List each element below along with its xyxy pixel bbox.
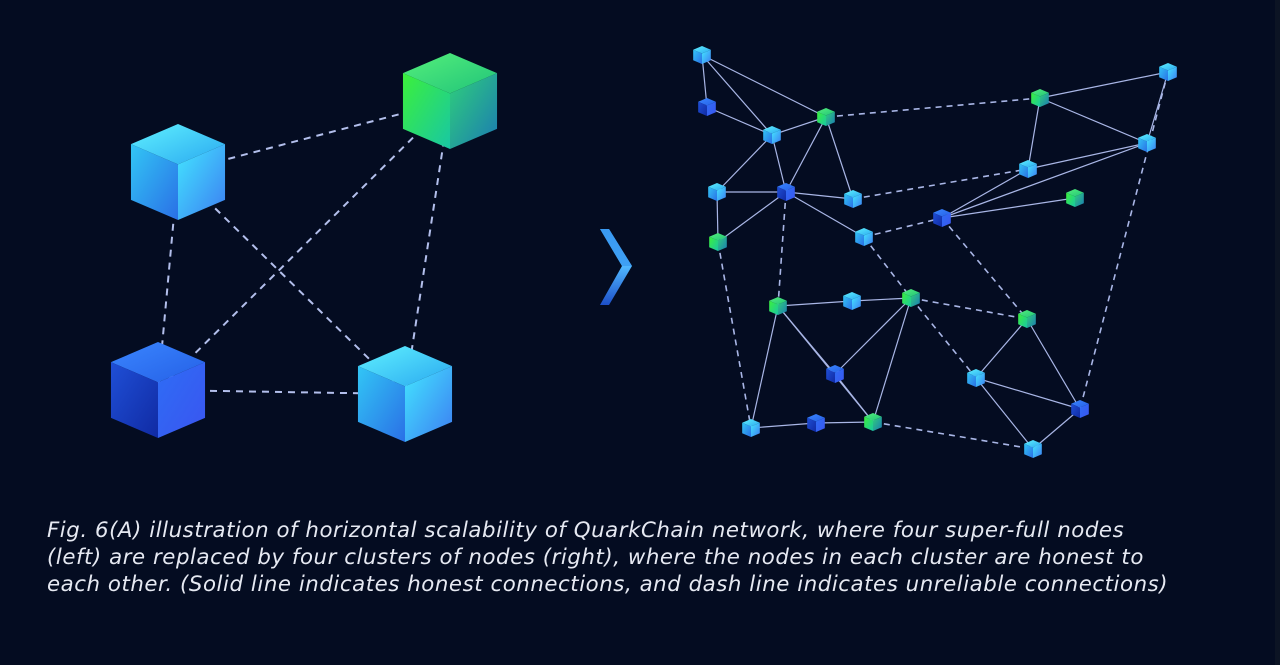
unreliable-connection-a9-c3 xyxy=(863,236,912,299)
cluster-node-b5 xyxy=(933,209,951,227)
honest-connection-b1-b4 xyxy=(1039,97,1148,144)
cluster-node-b4 xyxy=(1138,134,1156,152)
honest-connection-a1-a2 xyxy=(701,54,708,108)
honest-connection-c6-c7 xyxy=(815,421,874,424)
unreliable-connection-a6-c1 xyxy=(777,191,787,307)
honest-connection-c4-c7 xyxy=(834,373,874,423)
cluster-node-c1 xyxy=(769,297,787,315)
cluster-node-a9 xyxy=(855,228,873,246)
honest-connection-b5-b6 xyxy=(941,197,1076,219)
cluster-node-a2 xyxy=(698,98,716,116)
super-full-node-L3 xyxy=(110,342,206,438)
unreliable-connection-L2-L3 xyxy=(157,100,451,391)
honest-connection-c3-c7 xyxy=(872,297,912,423)
unreliable-connection-c3-d1 xyxy=(910,297,1028,320)
honest-connection-d2-d3 xyxy=(975,377,1081,410)
honest-connection-d1-d3 xyxy=(1026,318,1081,410)
left-nodes xyxy=(110,53,498,442)
cluster-node-c4 xyxy=(826,365,844,383)
honest-connection-a3-a6 xyxy=(771,134,787,193)
honest-connection-a3-a5 xyxy=(716,134,773,193)
honest-connection-a6-a8 xyxy=(717,191,787,243)
cluster-node-c5 xyxy=(742,419,760,437)
honest-connection-d1-d2 xyxy=(975,318,1028,379)
right-edges xyxy=(701,54,1169,450)
cluster-node-d2 xyxy=(967,369,985,387)
cluster-node-c2 xyxy=(843,292,861,310)
honest-connection-a2-a3 xyxy=(706,106,773,136)
honest-connection-b1-b2 xyxy=(1039,71,1169,99)
honest-connection-c1-c5 xyxy=(750,305,779,429)
cluster-node-b2 xyxy=(1159,63,1177,81)
honest-connection-a3-a4 xyxy=(771,116,827,136)
cluster-node-a7 xyxy=(844,190,862,208)
honest-connection-c3-c4 xyxy=(834,297,912,375)
honest-connection-b4-b5 xyxy=(941,142,1148,219)
unreliable-connection-a9-b5 xyxy=(863,217,943,238)
cluster-node-b6 xyxy=(1066,189,1084,207)
honest-connection-d3-d4 xyxy=(1032,408,1081,450)
cluster-node-d4 xyxy=(1024,440,1042,458)
cluster-node-a3 xyxy=(763,126,781,144)
honest-connection-c1-c2 xyxy=(777,300,853,307)
cluster-node-b1 xyxy=(1031,89,1049,107)
cluster-node-b3 xyxy=(1019,160,1037,178)
honest-connection-c2-c3 xyxy=(851,297,912,302)
unreliable-connection-c3-d2 xyxy=(910,297,977,379)
figure-caption: Fig. 6(A) illustration of horizontal sca… xyxy=(47,518,1169,597)
unreliable-connection-a8-c5 xyxy=(717,241,752,429)
honest-connection-a1-a4 xyxy=(701,54,827,118)
cluster-node-a6 xyxy=(777,183,795,201)
super-full-node-L4 xyxy=(357,346,453,442)
honest-connection-b3-b5 xyxy=(941,168,1029,219)
cluster-node-d3 xyxy=(1071,400,1089,418)
unreliable-connection-a7-b3 xyxy=(852,168,1029,200)
cluster-node-a4 xyxy=(817,108,835,126)
super-full-node-L2 xyxy=(402,53,498,149)
unreliable-connection-b2-d3 xyxy=(1079,71,1169,410)
cluster-node-c7 xyxy=(864,413,882,431)
unreliable-connection-L1-L4 xyxy=(177,171,406,395)
honest-connection-b3-b4 xyxy=(1027,142,1148,170)
honest-connection-d2-d4 xyxy=(975,377,1034,450)
honest-connection-b1-b3 xyxy=(1027,97,1041,170)
super-full-node-L1 xyxy=(130,124,226,220)
cluster-node-d1 xyxy=(1018,310,1036,328)
chevron-right-icon xyxy=(600,229,632,305)
cluster-node-a8 xyxy=(709,233,727,251)
honest-connection-a1-a3 xyxy=(701,54,773,136)
cluster-node-c6 xyxy=(807,414,825,432)
edge-strip xyxy=(1275,0,1280,665)
unreliable-connection-c7-d4 xyxy=(872,421,1034,450)
honest-connection-a4-a6 xyxy=(785,116,827,193)
cluster-node-a5 xyxy=(708,183,726,201)
honest-connection-a6-a9 xyxy=(785,191,865,238)
unreliable-connection-b5-d1 xyxy=(941,217,1028,320)
unreliable-connection-L2-L4 xyxy=(404,100,451,395)
right-nodes xyxy=(693,46,1177,458)
cluster-node-c3 xyxy=(902,289,920,307)
cluster-node-a1 xyxy=(693,46,711,64)
honest-connection-a4-a7 xyxy=(825,116,854,200)
honest-connection-a6-a7 xyxy=(785,191,854,200)
honest-connection-c5-c6 xyxy=(750,422,817,429)
unreliable-connection-a4-b1 xyxy=(825,97,1041,118)
